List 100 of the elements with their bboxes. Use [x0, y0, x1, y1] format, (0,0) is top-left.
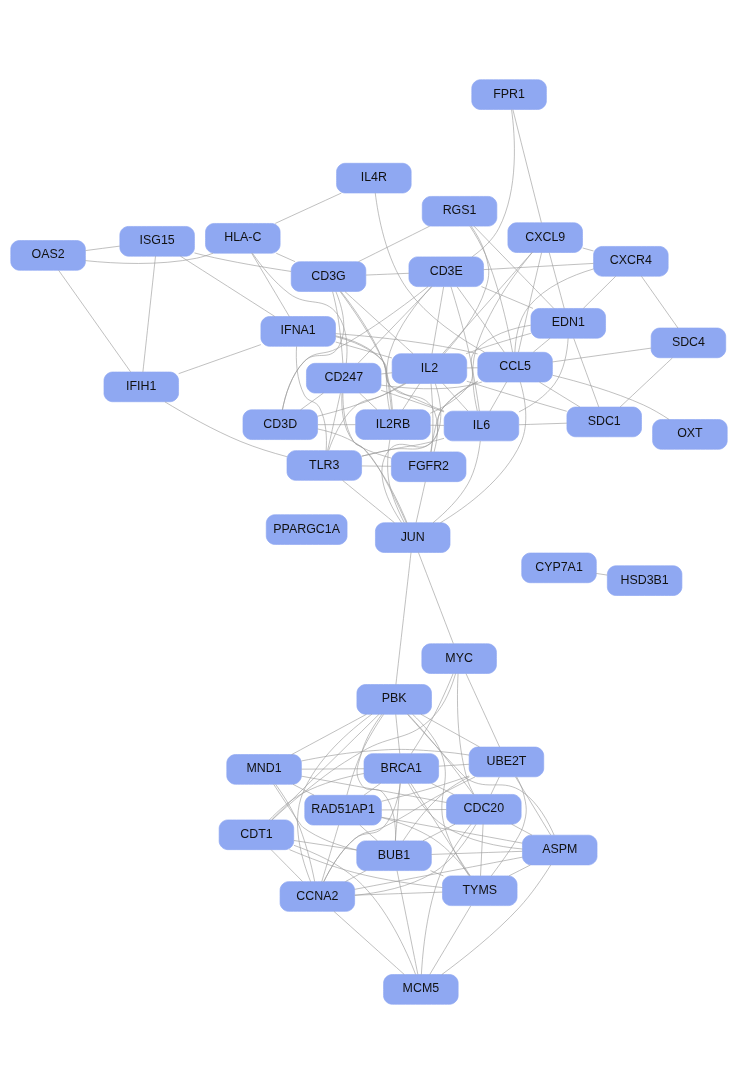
node-box: CDC20	[446, 794, 522, 825]
connector	[471, 109, 515, 257]
connector	[490, 776, 500, 795]
connector	[271, 713, 380, 821]
node-box: MYC	[421, 643, 497, 674]
connector	[374, 192, 485, 353]
connector	[291, 714, 367, 755]
connector	[381, 775, 470, 802]
connector	[142, 255, 156, 373]
node-box: OXT	[652, 419, 728, 450]
connector	[431, 286, 444, 354]
connector	[354, 891, 443, 896]
connector	[357, 286, 433, 364]
connector	[518, 252, 542, 353]
connector	[356, 714, 396, 842]
node-box: BRCA1	[363, 753, 439, 784]
node-box: CCNA2	[279, 881, 355, 912]
connector	[273, 784, 358, 851]
connector	[552, 347, 652, 363]
node-box: HSD3B1	[607, 565, 683, 596]
connector	[282, 286, 429, 411]
connector	[456, 286, 505, 353]
node-box: CCL5	[477, 351, 553, 383]
connector	[539, 381, 581, 408]
node-box: PPARGC1A	[265, 514, 348, 545]
connector	[180, 255, 276, 317]
node-box: TYMS	[442, 875, 518, 906]
connector	[271, 673, 456, 821]
connector	[429, 324, 532, 414]
node-box: FGFR2	[391, 451, 467, 482]
connector	[292, 784, 315, 796]
connector	[573, 338, 600, 408]
connector	[442, 252, 533, 354]
connector	[333, 911, 405, 975]
connector	[472, 252, 533, 412]
connector	[641, 275, 679, 329]
connector	[466, 367, 478, 369]
connector	[293, 845, 416, 975]
connector	[582, 276, 616, 309]
node-box: CD3E	[408, 256, 484, 287]
connector	[359, 392, 378, 410]
connector	[275, 252, 296, 262]
connector	[328, 383, 405, 451]
connector	[518, 337, 569, 413]
connector	[380, 372, 393, 375]
connector	[361, 465, 392, 467]
connector	[430, 383, 434, 453]
connector	[359, 824, 378, 842]
connector	[440, 381, 527, 523]
connector	[430, 380, 478, 453]
connector	[85, 252, 214, 264]
node-box: IL4R	[336, 162, 412, 194]
connector	[327, 392, 341, 451]
node-box: RAD51AP1	[304, 794, 382, 826]
connector	[552, 374, 670, 420]
connector	[421, 823, 472, 975]
connector	[491, 776, 527, 877]
connector	[361, 381, 478, 457]
node-box: SDC1	[566, 406, 642, 438]
connector	[335, 335, 392, 410]
connector	[396, 870, 419, 975]
connector	[450, 286, 480, 412]
node-box: BUB1	[356, 840, 432, 871]
connector	[442, 383, 469, 412]
connector	[548, 252, 565, 309]
connector	[380, 390, 445, 413]
node-box: FPR1	[471, 79, 547, 110]
connector	[346, 714, 384, 796]
node-box: ASPM	[522, 834, 598, 866]
connector	[323, 783, 401, 882]
connector	[582, 247, 594, 252]
node-box: EDN1	[530, 308, 606, 339]
connector	[387, 439, 405, 523]
connector	[410, 783, 471, 877]
connector	[344, 291, 414, 354]
connector	[300, 392, 324, 411]
connector	[58, 270, 131, 373]
connector	[194, 252, 292, 272]
connector	[380, 381, 483, 390]
connector	[466, 380, 568, 412]
connector	[407, 714, 555, 836]
connector	[418, 552, 454, 644]
node-box: OAS2	[10, 240, 86, 271]
connector	[429, 905, 472, 975]
node-box: CD247	[306, 363, 382, 394]
connector	[335, 336, 445, 412]
node-box: CDT1	[218, 819, 295, 850]
node-box: CD3D	[242, 409, 318, 440]
connector	[354, 856, 523, 890]
connector	[269, 773, 365, 821]
connector	[438, 764, 470, 767]
node-box: TLR3	[286, 450, 362, 481]
node-box: IFNA1	[260, 316, 336, 347]
connector	[402, 383, 420, 411]
connector	[430, 870, 444, 877]
connector	[270, 849, 303, 882]
connector	[85, 245, 121, 251]
connector	[335, 341, 393, 359]
connector	[251, 252, 290, 317]
connector	[274, 192, 342, 224]
